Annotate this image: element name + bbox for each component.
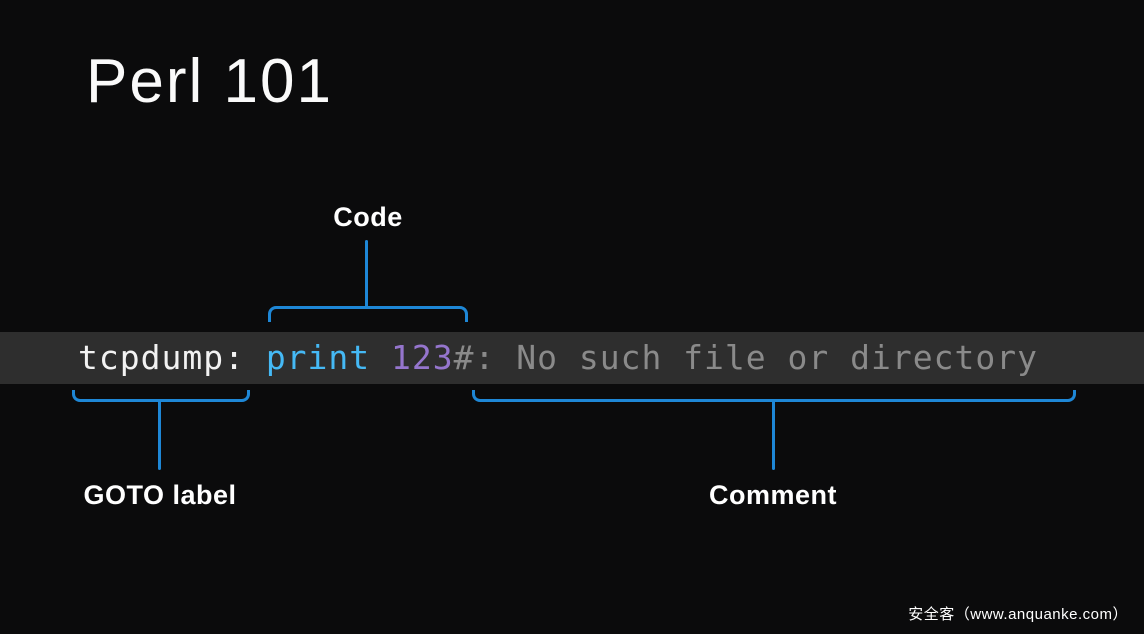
annotation-goto-bracket [72, 390, 250, 402]
code-token-comment: #: No such file or directory [453, 338, 1038, 377]
annotation-goto-stem-line [158, 400, 161, 470]
watermark-text: 安全客（www.anquanke.com） [908, 606, 1128, 623]
annotation-code-label: Code [333, 202, 403, 232]
annotation-code-stem-line [365, 240, 368, 308]
code-token-keyword: print [265, 338, 392, 377]
code-token-number: 123 [391, 338, 454, 377]
slide-title: Perl 101 [86, 47, 333, 116]
annotation-code-bracket [268, 306, 468, 322]
annotation-goto-label: GOTO label [83, 480, 237, 510]
code-line-bar: tcpdump: print 123#: No such file or dir… [0, 332, 1144, 384]
code-token-goto-label: tcpdump: [78, 338, 266, 377]
annotation-comment-label: Comment [708, 480, 837, 510]
annotation-comment-stem-line [772, 400, 775, 470]
